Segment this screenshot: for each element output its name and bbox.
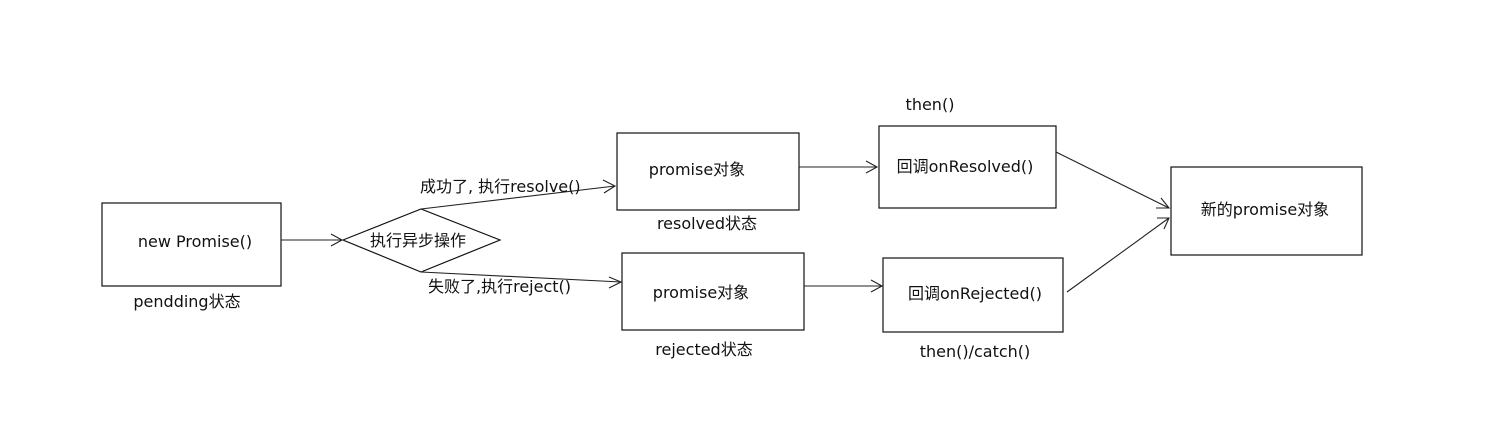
edge-resolved-to-callback (799, 160, 879, 174)
edge-on-resolved-to-new-promise (1055, 151, 1171, 209)
edge-new-promise-to-async (281, 233, 344, 247)
node-new-promise: new Promise() pendding状态 (101, 202, 282, 311)
node-resolved-promise: promise对象 resolved状态 (616, 132, 800, 233)
arrowhead-icon (1157, 217, 1170, 230)
node-new-promise-state: pendding状态 (133, 292, 240, 311)
node-on-resolved-label: 回调onResolved() (897, 157, 1034, 176)
node-new-promise-label: new Promise() (138, 232, 252, 251)
arrowhead-icon (602, 179, 617, 194)
node-new-promise-result: 新的promise对象 (1170, 166, 1363, 256)
node-new-promise-result-label: 新的promise对象 (1201, 200, 1329, 219)
arrowhead-icon (330, 233, 344, 247)
node-on-resolved-caption: then() (906, 95, 955, 114)
node-rejected-promise-label: promise对象 (653, 283, 749, 302)
arrowhead-icon (870, 279, 884, 293)
node-on-resolved: 回调onResolved() then() (878, 95, 1057, 209)
edge-success-label: 成功了, 执行resolve() (420, 177, 581, 196)
arrowhead-icon (865, 160, 879, 174)
edge-on-rejected-to-new-promise (1066, 217, 1170, 293)
edge-rejected-to-callback (804, 279, 884, 293)
node-resolved-promise-state: resolved状态 (657, 214, 757, 233)
edge-failure-label: 失败了,执行reject() (428, 277, 571, 296)
arrowhead-icon (1156, 197, 1171, 209)
edge-success: 成功了, 执行resolve() (420, 177, 617, 210)
node-rejected-promise-state: rejected状态 (655, 340, 752, 359)
node-on-rejected-label: 回调onRejected() (908, 284, 1042, 303)
node-resolved-promise-label: promise对象 (649, 160, 745, 179)
node-on-rejected-caption: then()/catch() (920, 342, 1031, 361)
node-async-operation-label: 执行异步操作 (370, 231, 466, 250)
arrowhead-icon (608, 276, 623, 289)
edge-failure: 失败了,执行reject() (420, 271, 623, 296)
node-rejected-promise: promise对象 rejected状态 (621, 252, 805, 359)
node-on-rejected: 回调onRejected() then()/catch() (882, 257, 1064, 361)
node-async-operation: 执行异步操作 (341, 208, 502, 273)
